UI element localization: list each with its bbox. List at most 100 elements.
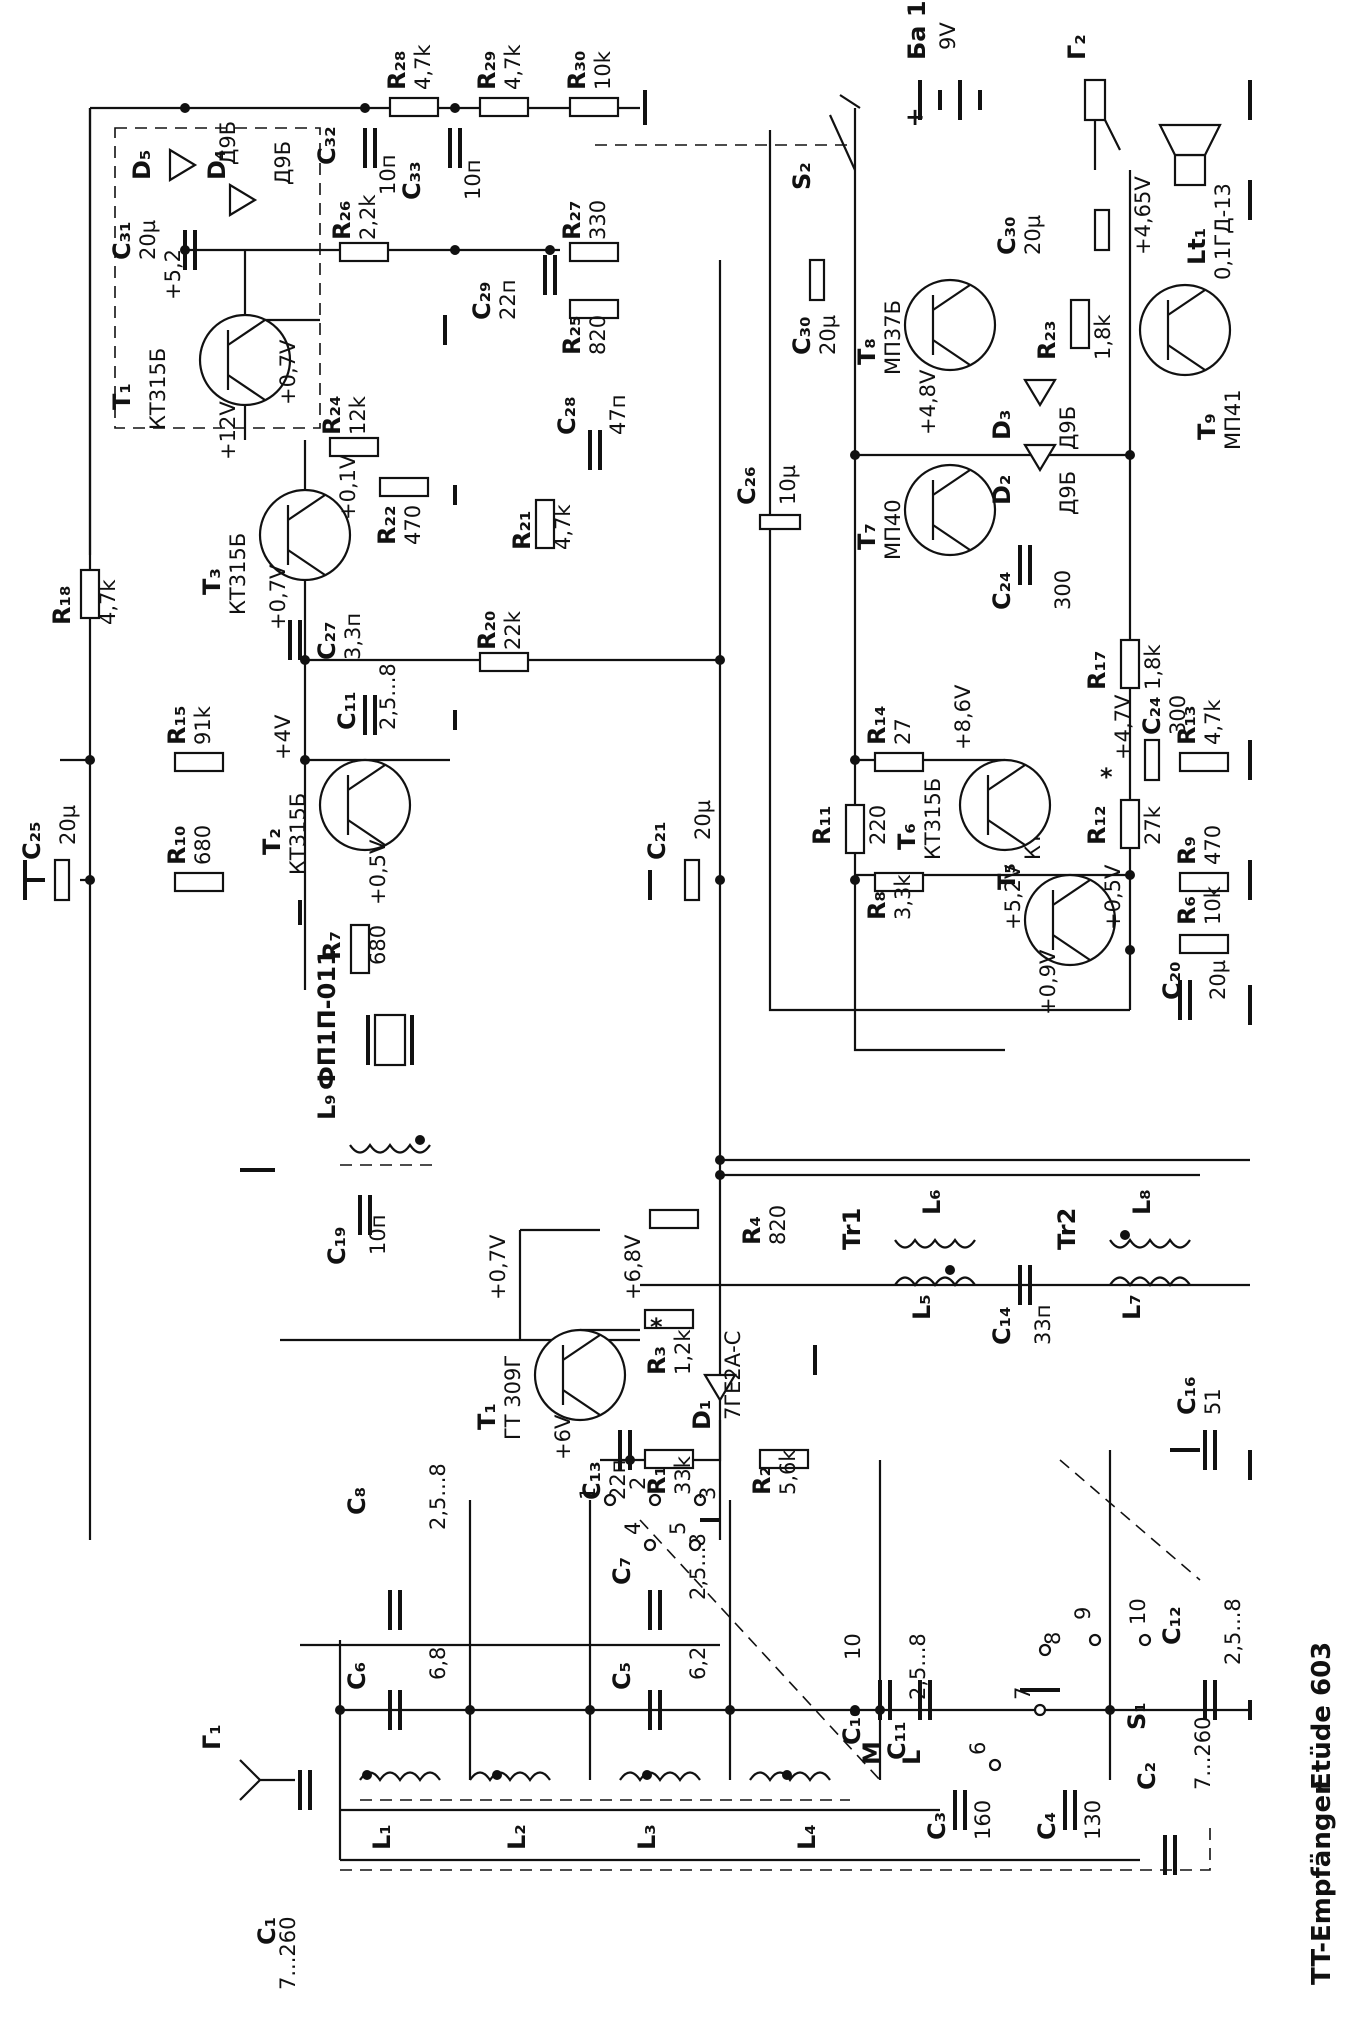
d1-ref: D₁ — [688, 1400, 716, 1430]
c25-value: 20µ — [56, 805, 80, 845]
r4-value: 820 — [766, 1205, 790, 1245]
power-switch: S₂ — [788, 94, 861, 190]
g1-label: Г₁ — [198, 1724, 226, 1750]
c27-ref: C₂₇ — [313, 621, 341, 660]
c20-ref: C₂₁ — [643, 821, 671, 860]
r2-ref: R₂ — [748, 1466, 776, 1495]
r3-star: * — [650, 1313, 663, 1341]
t3-ref: T₃ — [198, 568, 226, 595]
c32-ref: C₃₁ — [108, 221, 136, 260]
l3-ref: L₃ — [633, 1824, 661, 1850]
s1-contact-8: 8 — [1041, 1632, 1065, 1645]
r29-ref: R₂₉ — [473, 50, 501, 90]
r9-ref: R₉ — [1173, 836, 1201, 865]
c25-ref: C₂₅ — [18, 821, 46, 860]
l2-ref: L₂ — [503, 1824, 531, 1850]
c29-ref: C₂₉ — [468, 281, 496, 320]
c29-value: 22п — [496, 280, 520, 320]
r1-value: 33k — [671, 1455, 695, 1495]
c26-value: 10µ — [776, 465, 800, 505]
t1-type: ГТ 309Г — [501, 1355, 525, 1440]
c7-ref: C₇ — [608, 1557, 636, 1585]
band-switch: 1 2 3 4 5 6 7 8 9 10 S₁ M L — [576, 1477, 1152, 1772]
c8-ref: C₈ — [343, 1487, 371, 1515]
r22-value: 470 — [401, 505, 425, 545]
ground-symbols — [23, 80, 1252, 1720]
c31-ref: C₃₀ — [993, 216, 1021, 255]
t6-volt-e: +4,7V — [1111, 694, 1135, 760]
l1-ref: L₁ — [368, 1824, 396, 1850]
c13-value: 22п — [606, 1460, 630, 1500]
t2-volt-c: +4V — [271, 714, 295, 760]
d1-type: 7ГЕ2А-С — [721, 1331, 745, 1420]
r30-value: 10k — [591, 50, 615, 90]
r8-value: 3,3k — [891, 874, 915, 920]
t3-volt-c: +12V — [216, 401, 240, 460]
t2-volt-e: +0,5V — [366, 839, 390, 905]
c21-ref: C₂₄ — [1138, 696, 1166, 735]
wiring — [60, 106, 1250, 1871]
d4-type: Д9Б — [271, 141, 295, 185]
r26-ref: R₂₆ — [328, 200, 356, 240]
r23-value: 1,8k — [1091, 314, 1115, 360]
r20-value: 4,7k — [96, 579, 120, 625]
band-l-label: L — [898, 1750, 926, 1765]
battery-label: Бa 1 — [903, 0, 931, 60]
caption: TT-Empfänger Etüde 603 — [1307, 1642, 1337, 1985]
l8-ref: L₈ — [1128, 1189, 1156, 1215]
r22-ref: R₂₂ — [373, 505, 401, 545]
t5-volt-c: +5,2V — [1001, 864, 1025, 930]
t1-volt-b: +0,7V — [486, 1234, 510, 1300]
transistor-t1: T₁ ГТ 309Г +0,7V +6,8V +6V — [473, 1234, 645, 1460]
t9-volt: +4,65V — [1131, 176, 1155, 255]
r25-ref: R₂₅ — [558, 315, 586, 355]
c26-ref: C₂₆ — [733, 466, 761, 505]
d4-ref: D₄ — [203, 150, 231, 180]
t2-ref: T₂ — [258, 828, 286, 855]
r9-value: 470 — [1201, 825, 1225, 865]
transistor-t8: T₈ МП37Б +4,8V — [853, 278, 997, 435]
c17-value: 10п — [366, 1215, 390, 1255]
c9-ref: C₁₁ — [333, 691, 361, 730]
speaker-type: 0,1ГД-13 — [1211, 183, 1235, 280]
t1-ref: T₁ — [473, 1403, 501, 1430]
r24-ref: R₂₄ — [318, 395, 346, 435]
band-m-label: M — [858, 1741, 886, 1765]
r11-value: 220 — [866, 805, 890, 845]
r3-value: 1,2k — [671, 1329, 695, 1375]
s1-contact-6: 6 — [966, 1742, 990, 1755]
r6-value: 10k — [1201, 885, 1225, 925]
r30-ref: R₃₀ — [563, 50, 591, 90]
c6-value: 6,8 — [426, 1647, 450, 1680]
t3-type: КТ315Б — [226, 533, 250, 615]
r6-ref: R₆ — [1173, 896, 1201, 925]
c14-value: 33п — [1031, 1305, 1055, 1345]
capacitors — [53, 128, 1217, 1875]
s1-contact-10: 10 — [1126, 1598, 1150, 1625]
c31-value: 20µ — [1021, 215, 1045, 255]
t9-type: МП41 — [1221, 389, 1245, 450]
c8-value: 2,5...8 — [426, 1463, 450, 1530]
c1-ref: C₁ — [253, 1917, 281, 1945]
caption-title: TT-Empfänger — [1307, 1782, 1337, 1985]
r21-ref: R₂₁ — [508, 510, 536, 550]
r26-value: 2,2k — [356, 194, 380, 240]
s2-label: S₂ — [788, 162, 816, 190]
c11-ref: C₁₁ — [883, 1721, 911, 1760]
t5-ref: T₅ — [993, 863, 1021, 890]
c4-value: 130 — [1081, 1800, 1105, 1840]
speaker-ref: Lt₁ — [1183, 228, 1211, 265]
c5-ref: C₅ — [608, 1662, 636, 1690]
inductor-labels: L₁ L₂ L₃ L₄ L₅ L₆ L₇ L₈ L₉ Tr1 Tr2 — [313, 1094, 1156, 1850]
c4-ref: C₄ — [1033, 1812, 1061, 1840]
tr2-label: Tr2 — [1053, 1208, 1081, 1250]
d3-ref: D₃ — [988, 410, 1016, 440]
c9-value: 2,5...8 — [376, 663, 400, 730]
s1-contact-5: 5 — [666, 1522, 690, 1535]
output-jack: Г₂ — [1063, 34, 1121, 170]
transistor-t7: T₇ МП40 — [853, 463, 997, 560]
l6-ref: L₆ — [918, 1189, 946, 1215]
filter-label: ФП1П-011 — [313, 949, 341, 1090]
c11-value: 2,5...8 — [906, 1633, 930, 1700]
t3-volt-e: +0,7V — [266, 564, 290, 630]
